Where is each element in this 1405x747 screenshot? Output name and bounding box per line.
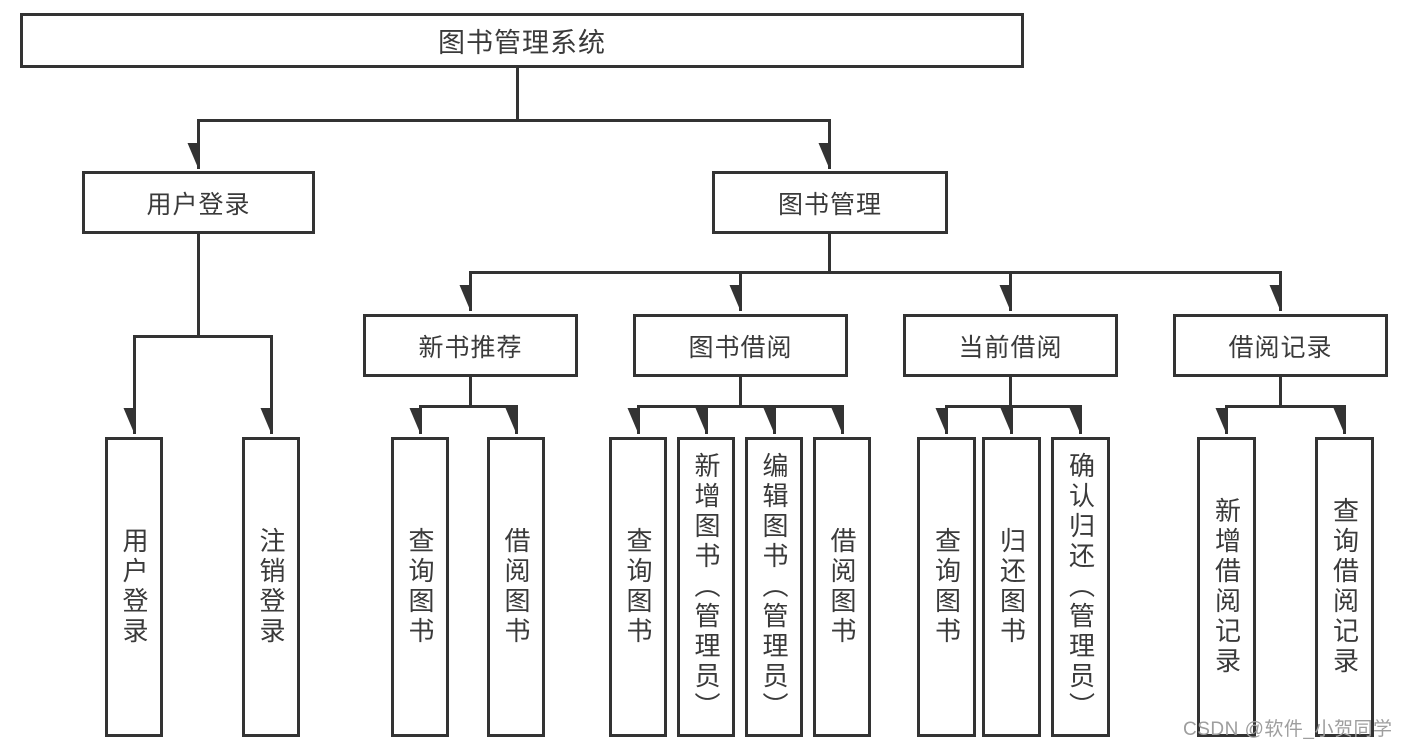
leaf-confirm-return-admin: 确认归还（管理员） (1051, 437, 1110, 737)
leaf-add-books-admin: 新增图书（管理员） (677, 437, 735, 737)
leaf-query-books-current-label: 查询图书 (931, 527, 962, 647)
leaf-query-books-borrowing: 查询图书 (609, 437, 667, 737)
node-library-management-system: 图书管理系统 (20, 13, 1024, 68)
leaf-logout-label: 注销登录 (256, 527, 286, 647)
leaf-query-books-borrowing-label: 查询图书 (623, 527, 653, 647)
watermark: CSDN @软件_小贺同学 (1183, 719, 1393, 740)
leaf-add-borrow-record: 新增借阅记录 (1197, 437, 1256, 737)
leaf-add-borrow-record-label: 新增借阅记录 (1211, 497, 1242, 677)
leaf-return-books-label: 归还图书 (996, 527, 1027, 647)
node-book-management: 图书管理 (712, 171, 948, 234)
node-borrowing-records: 借阅记录 (1173, 314, 1388, 377)
node-book-borrowing: 图书借阅 (633, 314, 848, 377)
leaf-borrow-books-label: 借阅图书 (827, 527, 857, 647)
leaf-edit-books-admin-label: 编辑图书（管理员） (759, 452, 789, 722)
leaf-edit-books-admin: 编辑图书（管理员） (745, 437, 803, 737)
leaf-logout: 注销登录 (242, 437, 300, 737)
leaf-add-books-admin-label: 新增图书（管理员） (691, 452, 721, 722)
node-new-book-recommendation: 新书推荐 (363, 314, 578, 377)
leaf-borrow-books-recommend: 借阅图书 (487, 437, 545, 737)
leaf-borrow-books: 借阅图书 (813, 437, 871, 737)
leaf-user-login: 用户登录 (105, 437, 163, 737)
node-user-login: 用户登录 (82, 171, 315, 234)
leaf-user-login-label: 用户登录 (119, 527, 149, 647)
leaf-query-books-recommend-label: 查询图书 (405, 527, 435, 647)
leaf-return-books: 归还图书 (982, 437, 1041, 737)
node-current-borrowing: 当前借阅 (903, 314, 1118, 377)
leaf-query-borrow-record-label: 查询借阅记录 (1329, 497, 1360, 677)
leaf-query-books-recommend: 查询图书 (391, 437, 449, 737)
leaf-borrow-books-recommend-label: 借阅图书 (501, 527, 531, 647)
leaf-query-books-current: 查询图书 (917, 437, 976, 737)
leaf-confirm-return-admin-label: 确认归还（管理员） (1065, 452, 1096, 722)
leaf-query-borrow-record: 查询借阅记录 (1315, 437, 1374, 737)
